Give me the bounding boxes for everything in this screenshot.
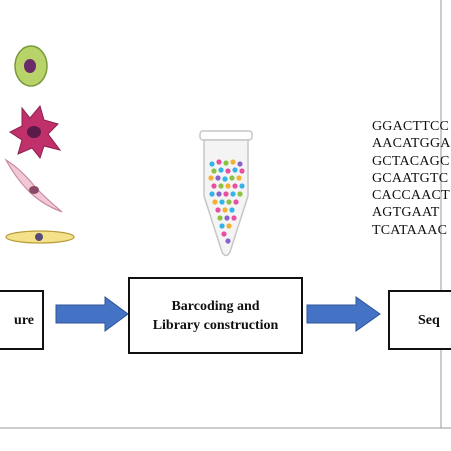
step-box-sequencing: Seq [388,290,451,350]
sequence-line: AACATGGA [372,136,451,152]
step-label-barcoding-line2: Library construction [152,317,279,333]
step-label-sequencing: Seq [418,312,440,328]
step-box-culture: ure [0,290,44,350]
sequence-line: CACCAACT [372,188,450,204]
arrow-right [306,296,381,332]
sequence-line: GCTACAGC [372,153,450,169]
sequence-line: GGACTTCC [372,119,450,134]
arrow-left [55,296,129,332]
sequence-line: AGTGAAT [372,205,440,221]
magenta-star-cell-icon [9,104,62,160]
green-oval-cell-icon [14,45,48,87]
step-label-barcoding-line1: Barcoding and [171,298,260,314]
step-label-culture: ure [14,312,34,328]
step-box-barcoding: Barcoding and Library construction [128,277,303,354]
sequence-line: TCATAAAC [372,222,448,238]
tube-icon [199,130,253,257]
yellow-flat-cell-icon [5,230,75,244]
sequence-line: GCAATGTC [372,170,449,186]
pink-spindle-cell-icon [4,158,63,213]
sequence-list: GGACTTCC AACATGGA GCTACAGC GCAATGTC CACC… [372,118,451,258]
